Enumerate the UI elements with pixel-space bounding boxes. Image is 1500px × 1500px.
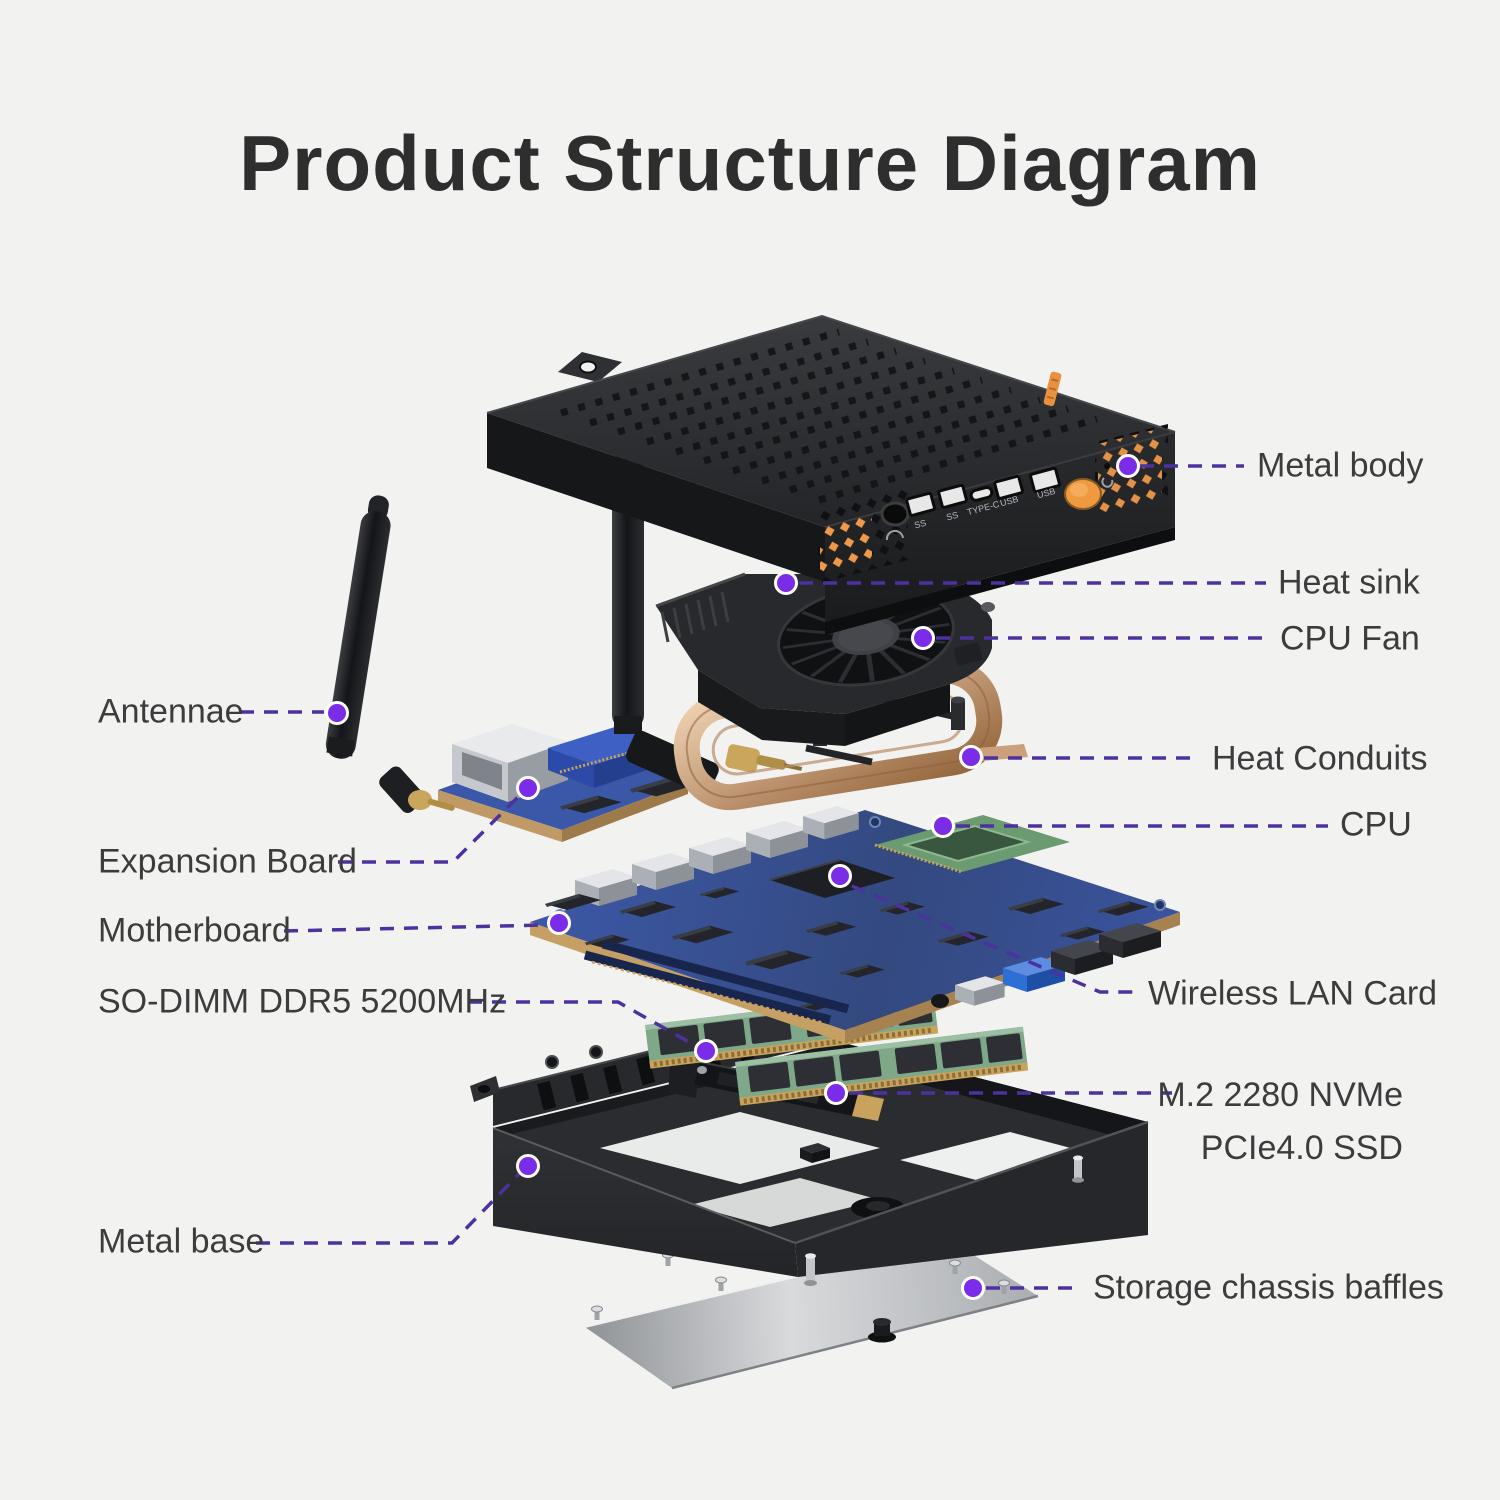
anchor-dot-wireless-lan-card bbox=[828, 864, 852, 888]
usb-a-port bbox=[993, 474, 1024, 500]
page-title: Product Structure Diagram bbox=[239, 119, 1261, 207]
leader-metal-base bbox=[256, 1172, 521, 1245]
antenna-left-connector bbox=[408, 790, 432, 810]
anchor-dot-m2-ssd bbox=[824, 1081, 848, 1105]
anchor-dot-so-dimm bbox=[694, 1039, 718, 1063]
ssd-gold-contacts bbox=[852, 1094, 884, 1121]
label-cpu-fan: CPU Fan bbox=[1280, 619, 1420, 658]
heat-sink-fins bbox=[660, 591, 730, 643]
label-metal-base: Metal base bbox=[98, 1222, 265, 1261]
leader-wireless-lan-card bbox=[851, 884, 1137, 994]
chassis-floor-opening bbox=[900, 1132, 1105, 1185]
anchor-dot-heat-conduits bbox=[959, 745, 983, 769]
label-heat-conduits: Heat Conduits bbox=[1212, 739, 1428, 778]
brand-logo bbox=[1043, 371, 1062, 407]
usb-a-port bbox=[937, 483, 968, 509]
chassis-floor-block bbox=[800, 1143, 830, 1163]
case-left-face bbox=[487, 413, 825, 582]
chassis-standoff bbox=[804, 1253, 817, 1286]
antenna-right-connector bbox=[725, 744, 803, 773]
port-label: USB bbox=[999, 494, 1019, 508]
anchor-dot-antennae bbox=[325, 701, 349, 725]
port-label: SS bbox=[945, 510, 959, 523]
headphone-jack bbox=[880, 501, 910, 527]
audio-jack-rear bbox=[931, 994, 949, 1008]
reset-icon bbox=[1101, 477, 1114, 488]
chassis-floor-opening bbox=[600, 1112, 880, 1184]
label-heat-sink: Heat sink bbox=[1278, 563, 1420, 602]
usb-a-port bbox=[1029, 466, 1061, 494]
port-label: USB bbox=[1036, 486, 1056, 500]
label-m2-ssd-line2: PCIe4.0 SSD bbox=[1200, 1129, 1403, 1167]
anchor-dot-metal-base bbox=[516, 1154, 540, 1178]
label-m2-ssd: M.2 2280 NVMe PCIe4.0 SSD bbox=[1157, 1069, 1403, 1175]
storage-chassis-baffle bbox=[584, 1239, 1039, 1390]
usb-port bbox=[1099, 923, 1161, 958]
case-ear-tab bbox=[558, 352, 622, 382]
label-motherboard: Motherboard bbox=[98, 911, 291, 950]
leader-so-dimm bbox=[468, 1000, 697, 1048]
case-top-vents bbox=[560, 328, 1098, 504]
chassis-ear-tab bbox=[470, 1076, 500, 1102]
usb-a-port bbox=[905, 491, 936, 517]
label-storage-chassis-baffles: Storage chassis baffles bbox=[1093, 1268, 1444, 1307]
label-metal-body: Metal body bbox=[1257, 446, 1424, 485]
reset-hole bbox=[1104, 463, 1110, 469]
front-io-ports: SS SS TYPE-C USB USB bbox=[880, 463, 1114, 541]
leader-expansion-board bbox=[338, 793, 522, 864]
anchor-dot-metal-body bbox=[1116, 454, 1140, 478]
anchor-dot-motherboard bbox=[547, 911, 571, 935]
chassis-floor-opening bbox=[690, 1178, 880, 1227]
leader-lines bbox=[240, 464, 1328, 1290]
anchor-dot-cpu bbox=[931, 814, 955, 838]
chassis-standoff bbox=[1072, 1155, 1084, 1183]
headphone-icon bbox=[885, 529, 904, 541]
label-cpu: CPU bbox=[1340, 805, 1412, 844]
leader-motherboard bbox=[283, 923, 547, 933]
label-antennae: Antennae bbox=[98, 692, 244, 731]
motherboard bbox=[530, 806, 1180, 1043]
anchor-dot-cpu-fan bbox=[911, 626, 935, 650]
label-so-dimm: SO-DIMM DDR5 5200MHz bbox=[98, 982, 507, 1021]
front-mesh-orange-left bbox=[820, 514, 872, 578]
baffle-notch bbox=[640, 1264, 714, 1301]
anchor-dots bbox=[325, 454, 1140, 1300]
chassis-front-face bbox=[493, 1128, 798, 1277]
antenna-left bbox=[325, 495, 391, 759]
chassis-right-face bbox=[795, 1122, 1148, 1277]
label-m2-ssd-line1: M.2 2280 NVMe bbox=[1157, 1076, 1403, 1114]
usb-port bbox=[1051, 940, 1113, 975]
port-label: SS bbox=[913, 518, 927, 531]
baffle-foot-knob bbox=[868, 1318, 896, 1343]
metal-body-case: SS SS TYPE-C USB USB bbox=[486, 314, 1176, 635]
anchor-dot-heat-sink bbox=[774, 571, 798, 595]
label-expansion-board: Expansion Board bbox=[98, 842, 357, 881]
anchor-dot-expansion-board bbox=[516, 776, 540, 800]
usb-c-port bbox=[969, 485, 994, 502]
anchor-dot-storage-baffles bbox=[961, 1276, 985, 1300]
label-wireless-lan-card: Wireless LAN Card bbox=[1148, 974, 1438, 1013]
